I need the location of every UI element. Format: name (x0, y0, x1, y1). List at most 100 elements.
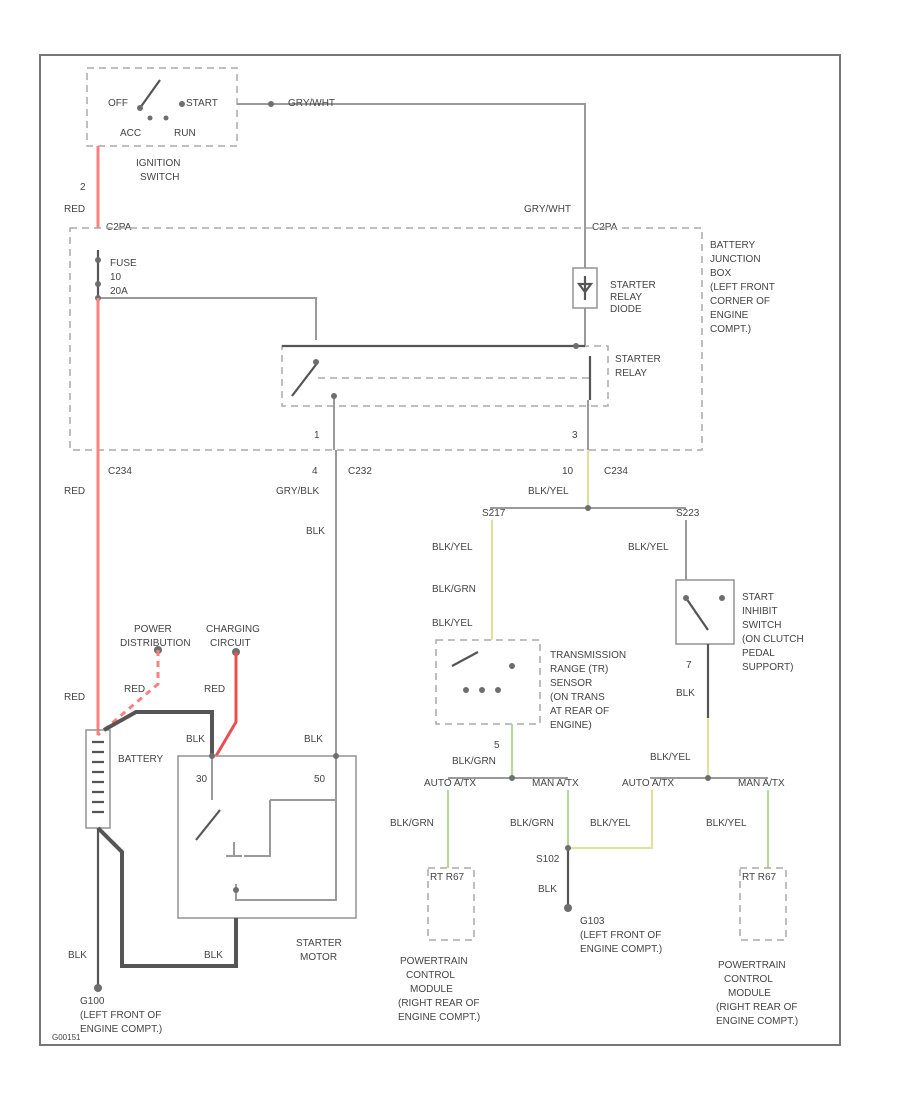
pin-10-label: 10 (562, 466, 574, 477)
cis-label-6: SUPPORT) (742, 662, 794, 673)
diagram-frame (39, 54, 841, 1046)
tr-sensor-box (435, 639, 541, 725)
grywht-right-label: GRY/WHT (524, 204, 571, 215)
wire-grywht-top (237, 103, 586, 228)
fuse-label-1: FUSE (110, 258, 137, 269)
figure-id: G00151 (52, 1033, 81, 1042)
blk-mid-label: BLK (306, 526, 325, 537)
tr-label-6: ENGINE) (550, 720, 592, 731)
g100-label-3: ENGINE COMPT.) (80, 1024, 162, 1035)
ign-off-label: OFF (108, 98, 128, 109)
s-right-label: S223 (676, 508, 700, 519)
diode-label-1: STARTER (610, 280, 656, 291)
blk-g-label: BLK (538, 884, 557, 895)
ign-switch-label-1: IGNITION (136, 158, 180, 169)
pcm-left-label-1: POWERTRAIN (400, 956, 468, 967)
g103-label-3: ENGINE COMPT.) (580, 944, 662, 955)
pin-1-label: 1 (314, 430, 320, 441)
start-inhibit-switch (675, 579, 735, 645)
tr-label-4: (ON TRANS (550, 692, 605, 703)
cis-label-3: SWITCH (742, 620, 781, 631)
starter-motor-label-1: STARTER (296, 938, 342, 949)
s102-label: S102 (536, 854, 560, 865)
ign-switch-label-2: SWITCH (140, 172, 179, 183)
bkgrn-a-label: BLK/GRN (390, 818, 434, 829)
bjb-label-6: ENGINE (710, 310, 749, 321)
starter-motor-box (177, 755, 357, 919)
man2-label: MAN A/TX (738, 778, 785, 789)
wire-fuse-to-relay (98, 297, 317, 340)
bjb-label-7: COMPT.) (710, 324, 751, 335)
relay-switch-blade (291, 361, 319, 397)
blk-b-label: BLK (304, 734, 323, 745)
red-low-label: RED (64, 692, 85, 703)
ign-wire-label: GRY/WHT (288, 98, 335, 109)
power-dist-label-2: DISTRIBUTION (120, 638, 191, 649)
auto1-label: AUTO A/TX (424, 778, 476, 789)
bjb-label-2: JUNCTION (710, 254, 761, 265)
tr-label-1: TRANSMISSION (550, 650, 626, 661)
tr-label-5: AT REAR OF (550, 706, 609, 717)
bjb-label-4: (LEFT FRONT (710, 282, 775, 293)
bjb-label-3: BOX (710, 268, 731, 279)
s-left-label: S217 (482, 508, 506, 519)
pcm-left-label-5: ENGINE COMPT.) (398, 1012, 480, 1023)
diode-label-3: DIODE (610, 304, 642, 315)
c234-left-label: C234 (108, 466, 132, 477)
starter-relay-box (281, 345, 609, 407)
cis-label-5: PEDAL (742, 648, 775, 659)
pin-2-label: 2 (80, 182, 86, 193)
red-top-label: RED (64, 204, 85, 215)
fuse-label-3: 20A (110, 286, 128, 297)
c232-label: C232 (348, 466, 372, 477)
blk-low-label: BLK (68, 950, 87, 961)
pcm-right-pins: RT R67 (742, 872, 777, 883)
starter-30-label: 30 (196, 774, 208, 785)
battery-junction-box (69, 227, 703, 451)
battery (85, 729, 111, 829)
pcm-right-label-3: MODULE (728, 988, 771, 999)
starter-50-label: 50 (314, 774, 326, 785)
gryblk-label: GRY/BLK (276, 486, 319, 497)
bkyel-b-label: BLK/YEL (706, 818, 747, 829)
pcm-right-label-2: CONTROL (724, 974, 773, 985)
red-chg-label: RED (204, 684, 225, 695)
battery-negative-cable (96, 826, 238, 968)
bkyel-low-label: BLK/YEL (650, 752, 691, 763)
pcm-left-label-4: (RIGHT REAR OF (398, 998, 479, 1009)
ignition-switch-box (86, 67, 238, 147)
pcm-right-label-1: POWERTRAIN (718, 960, 786, 971)
pcm-right-label-4: (RIGHT REAR OF (716, 1002, 797, 1013)
diode-label-2: RELAY (610, 292, 642, 303)
starter-motor-label-2: MOTOR (300, 952, 337, 963)
pcm-left-label-3: MODULE (410, 984, 453, 995)
bkyel-l2-label: BLK/YEL (432, 618, 473, 629)
pin-3-label: 3 (572, 430, 578, 441)
red-mid-label: RED (64, 486, 85, 497)
charging-label-1: CHARGING (206, 624, 260, 635)
battery-positive-cable (103, 710, 214, 756)
blk-bottom-label: BLK (204, 950, 223, 961)
fuse-label-2: 10 (110, 272, 122, 283)
c234-right-label: C234 (604, 466, 628, 477)
wire-charging (214, 652, 238, 757)
bkgrn-low-label: BLK/GRN (452, 756, 496, 767)
g103-label-2: (LEFT FRONT OF (580, 930, 661, 941)
charging-label-2: CIRCUIT (210, 638, 251, 649)
red-batt-label: RED (124, 684, 145, 695)
cis-label-2: INHIBIT (742, 606, 778, 617)
pcm-right-label-5: ENGINE COMPT.) (716, 1016, 798, 1027)
wire-power-dist (97, 650, 160, 737)
cis-label-4: (ON CLUTCH (742, 634, 804, 645)
bkyel-top-label: BLK/YEL (528, 486, 569, 497)
bkyel-r-label: BLK/YEL (628, 542, 669, 553)
pin-5-label: 5 (494, 740, 500, 751)
blk-cis-label: BLK (676, 688, 695, 699)
battery-label: BATTERY (118, 754, 164, 765)
tr-label-3: SENSOR (550, 678, 592, 689)
tr-label-2: RANGE (TR) (550, 664, 608, 675)
bkyel-a-label: BLK/YEL (590, 818, 631, 829)
cis-label-1: START (742, 592, 774, 603)
starter-solenoid-switch (195, 809, 221, 841)
